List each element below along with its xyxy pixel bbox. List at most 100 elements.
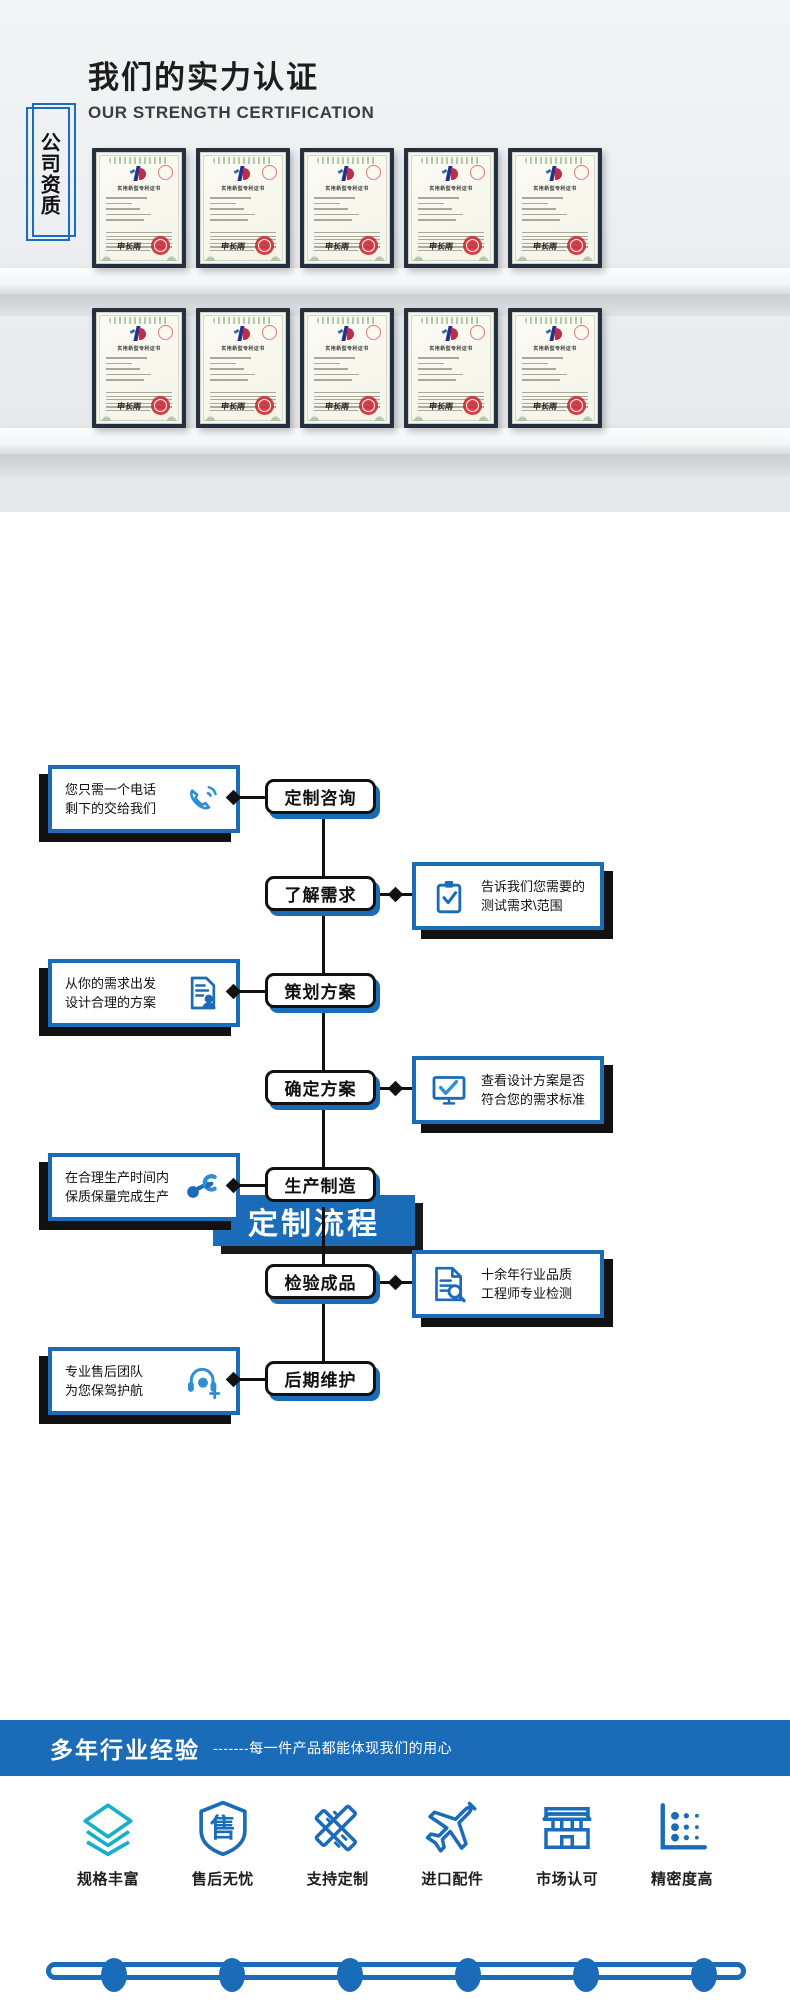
step-pill[interactable]: 定制咨询 bbox=[265, 779, 376, 814]
feature-item-4[interactable]: 进口配件 bbox=[406, 1800, 498, 1889]
feature-label: 进口配件 bbox=[421, 1871, 484, 1888]
certificate-signature: 申长雨 bbox=[532, 401, 558, 411]
certificate-signature: 申长雨 bbox=[324, 241, 350, 251]
certificate-body-lines bbox=[418, 392, 484, 414]
certificate-frame[interactable]: 实用新型专利证书申长雨 bbox=[300, 148, 394, 268]
flow-step-6[interactable]: 检验成品 bbox=[265, 1264, 380, 1304]
certification-section: 我们的实力认证 OUR STRENGTH CERTIFICATION 公司资质 … bbox=[0, 0, 790, 512]
banner-dashes: ------- bbox=[213, 1740, 250, 1756]
flow-step-7[interactable]: 后期维护 bbox=[265, 1361, 380, 1401]
certificate-frame[interactable]: 实用新型专利证书申长雨 bbox=[196, 308, 290, 428]
badge-outline: 公司资质 bbox=[26, 107, 70, 241]
certificate-corner-ornament bbox=[581, 412, 594, 421]
flow-card-left-5[interactable]: 在合理生产时间内保质保量完成生产 bbox=[39, 1153, 240, 1230]
certificate-red-seal-icon bbox=[255, 236, 274, 255]
feature-item-3[interactable]: 支持定制 bbox=[292, 1800, 384, 1889]
certificate-frame[interactable]: 实用新型专利证书申长雨 bbox=[508, 148, 602, 268]
step-label: 后期维护 bbox=[284, 1371, 357, 1390]
certificate-frame[interactable]: 实用新型专利证书申长雨 bbox=[92, 308, 186, 428]
certificate-field-lines bbox=[522, 197, 588, 225]
certificate-red-seal-icon bbox=[359, 236, 378, 255]
headset-plus-icon bbox=[183, 1361, 223, 1401]
progress-dot-3[interactable] bbox=[337, 1958, 363, 1992]
certificate-red-seal-icon bbox=[255, 396, 274, 415]
step-pill[interactable]: 后期维护 bbox=[265, 1361, 376, 1396]
step-label: 策划方案 bbox=[284, 983, 357, 1002]
certificate-signature: 申长雨 bbox=[220, 401, 246, 411]
step-pill[interactable]: 了解需求 bbox=[265, 876, 376, 911]
certificate-frame[interactable]: 实用新型专利证书申长雨 bbox=[508, 308, 602, 428]
feature-item-6[interactable]: 精密度高 bbox=[636, 1800, 728, 1889]
certificate-stamp-icon bbox=[158, 165, 173, 180]
certificate-corner-ornament bbox=[100, 412, 113, 421]
certificate-ornament bbox=[108, 157, 170, 164]
process-flow-section: 定制流程 定制咨询您只需一个电话剩下的交给我们了解需求告诉我们您需要的测试需求\… bbox=[0, 512, 790, 1690]
certificate-frame[interactable]: 实用新型专利证书申长雨 bbox=[404, 148, 498, 268]
feature-label: 规格丰富 bbox=[76, 1871, 139, 1888]
flow-step-2[interactable]: 了解需求 bbox=[265, 876, 380, 916]
certificate-field-lines bbox=[106, 197, 172, 225]
flow-card-left-1[interactable]: 您只需一个电话剩下的交给我们 bbox=[39, 765, 240, 842]
progress-dot-4[interactable] bbox=[455, 1958, 481, 1992]
flow-step-4[interactable]: 确定方案 bbox=[265, 1070, 380, 1110]
experience-banner-subtitle: -------每一件产品都能体现我们的用心 bbox=[213, 1738, 452, 1758]
progress-dot-2[interactable] bbox=[219, 1958, 245, 1992]
certificate-frame[interactable]: 实用新型专利证书申长雨 bbox=[404, 308, 498, 428]
certificate-ornament bbox=[420, 317, 482, 324]
flow-step-1[interactable]: 定制咨询 bbox=[265, 779, 380, 819]
flow-card-left-7[interactable]: 专业售后团队为您保驾护航 bbox=[39, 1347, 240, 1424]
certificate-corner-ornament bbox=[477, 412, 490, 421]
step-pill[interactable]: 检验成品 bbox=[265, 1264, 376, 1299]
certificate-frame[interactable]: 实用新型专利证书申长雨 bbox=[196, 148, 290, 268]
flow-connector-diamond bbox=[387, 1274, 404, 1291]
flow-card-right-2[interactable]: 告诉我们您需要的测试需求\范围 bbox=[412, 862, 613, 939]
certificate-corner-ornament bbox=[412, 252, 425, 261]
flow-card-right-4[interactable]: 查看设计方案是否符合您的需求标准 bbox=[412, 1056, 613, 1133]
layers-icon bbox=[80, 1800, 136, 1856]
certificate-ornament bbox=[212, 317, 274, 324]
certificate-corner-ornament bbox=[204, 252, 217, 261]
certificate-field-lines bbox=[106, 357, 172, 385]
card-body: 查看设计方案是否符合您的需求标准 bbox=[412, 1056, 604, 1124]
badge-label: 公司资质 bbox=[37, 132, 60, 216]
step-label: 检验成品 bbox=[284, 1274, 357, 1293]
certificate-ornament bbox=[420, 157, 482, 164]
feature-label: 精密度高 bbox=[650, 1871, 713, 1888]
progress-dot-1[interactable] bbox=[101, 1958, 127, 1992]
progress-dot-6[interactable] bbox=[691, 1958, 717, 1992]
certificate-signature: 申长雨 bbox=[220, 241, 246, 251]
certificate-body-lines bbox=[418, 232, 484, 254]
step-pill[interactable]: 生产制造 bbox=[265, 1167, 376, 1202]
certificate-field-lines bbox=[418, 197, 484, 225]
certificate-ornament bbox=[108, 317, 170, 324]
flow-card-left-3[interactable]: 从你的需求出发设计合理的方案 bbox=[39, 959, 240, 1036]
certificate-red-seal-icon bbox=[567, 396, 586, 415]
certificate-title: 实用新型专利证书 bbox=[221, 346, 265, 352]
certificate-frame[interactable]: 实用新型专利证书申长雨 bbox=[92, 148, 186, 268]
flow-card-right-6[interactable]: 十余年行业品质工程师专业检测 bbox=[412, 1250, 613, 1327]
progress-dot-5[interactable] bbox=[573, 1958, 599, 1992]
certificate-signature: 申长雨 bbox=[324, 401, 350, 411]
feature-item-2[interactable]: 售售后无忧 bbox=[177, 1800, 269, 1889]
certificate-body-lines bbox=[210, 232, 276, 254]
step-pill[interactable]: 确定方案 bbox=[265, 1070, 376, 1105]
experience-banner: 多年行业经验 -------每一件产品都能体现我们的用心 bbox=[0, 1720, 790, 1776]
heading-chinese: 我们的实力认证 bbox=[88, 60, 319, 95]
shield-sale-icon: 售 bbox=[195, 1800, 251, 1856]
feature-item-1[interactable]: 规格丰富 bbox=[62, 1800, 154, 1889]
certificate-corner-ornament bbox=[373, 412, 386, 421]
feature-item-5[interactable]: 市场认可 bbox=[521, 1800, 613, 1889]
robot-arm-icon bbox=[183, 1167, 223, 1207]
progress-rail bbox=[46, 1962, 746, 1980]
flow-step-3[interactable]: 策划方案 bbox=[265, 973, 380, 1013]
patent-logo-icon bbox=[545, 326, 564, 342]
flow-step-5[interactable]: 生产制造 bbox=[265, 1167, 380, 1207]
certificate-mat: 实用新型专利证书申长雨 bbox=[96, 152, 182, 264]
step-pill[interactable]: 策划方案 bbox=[265, 973, 376, 1008]
certificate-signature: 申长雨 bbox=[116, 241, 142, 251]
certificate-stamp-icon bbox=[470, 165, 485, 180]
certificate-mat: 实用新型专利证书申长雨 bbox=[408, 152, 494, 264]
certificate-frame[interactable]: 实用新型专利证书申长雨 bbox=[300, 308, 394, 428]
document-search-icon bbox=[429, 1264, 469, 1304]
precision-icon bbox=[654, 1800, 710, 1856]
